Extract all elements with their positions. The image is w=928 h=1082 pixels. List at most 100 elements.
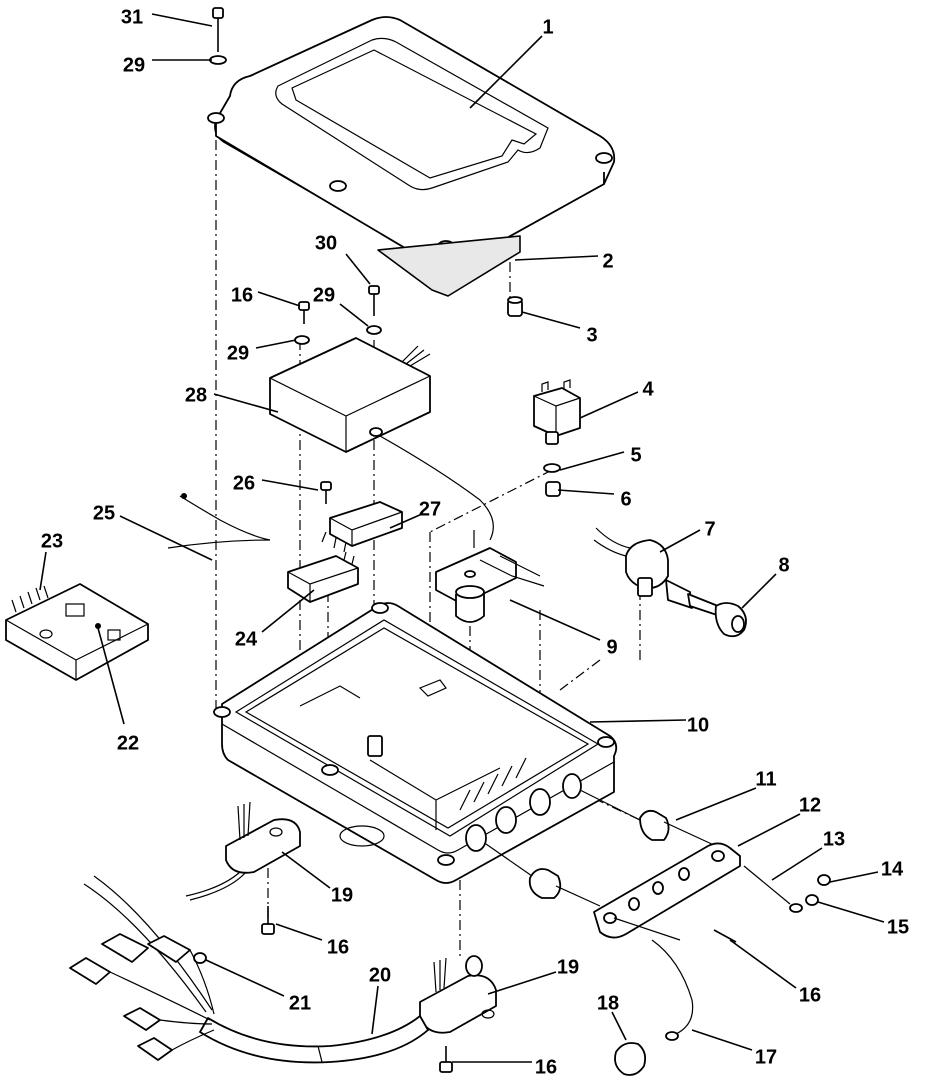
leader-line — [389, 513, 423, 529]
part-number-label: 13 — [823, 828, 845, 850]
callout-c12: 12 — [737, 794, 821, 847]
part-screw-16-right — [713, 929, 737, 943]
leader-line — [675, 787, 757, 821]
leader-line — [771, 847, 823, 881]
part-cover — [207, 16, 616, 297]
callout-c16c: 16 — [729, 939, 821, 1006]
leader-line — [487, 971, 557, 995]
callout-c5: 5 — [559, 444, 642, 471]
part-number-label: 11 — [755, 768, 776, 790]
part-number-label: 6 — [620, 488, 631, 510]
callout-c9: 9 — [509, 599, 618, 658]
leader-line — [817, 901, 885, 923]
part-number-label: 27 — [419, 498, 441, 520]
part-number-label: 17 — [755, 1046, 777, 1068]
callout-c23: 23 — [39, 530, 63, 591]
leader-line — [509, 599, 601, 641]
callout-c3: 3 — [521, 311, 598, 346]
part-board-23 — [5, 583, 149, 681]
part-wire-17 — [651, 939, 694, 1041]
leader-line — [151, 13, 213, 27]
leader-line — [261, 589, 315, 633]
part-switch-7 — [593, 527, 747, 638]
leader-line — [39, 551, 47, 591]
leader-line — [659, 529, 701, 553]
part-nut-14 — [805, 874, 831, 906]
callout-c24: 24 — [235, 589, 315, 650]
leader-line — [119, 515, 213, 561]
part-plate-12 — [593, 842, 741, 941]
part-regulator-27 — [320, 481, 403, 553]
part-number-label: 8 — [778, 554, 789, 576]
part-number-label: 3 — [586, 324, 597, 346]
callout-c16b: 16 — [275, 923, 349, 958]
callout-c29b: 29 — [227, 339, 297, 364]
screw-31 — [209, 7, 227, 65]
leader-line — [345, 253, 371, 285]
callout-c2: 2 — [514, 250, 614, 272]
callout-c18: 18 — [597, 992, 627, 1041]
part-number-label: 21 — [289, 992, 311, 1014]
callout-c31: 31 — [121, 6, 213, 28]
part-number-label: 15 — [887, 916, 909, 938]
part-number-label: 20 — [369, 964, 391, 986]
part-number-label: 22 — [117, 732, 139, 754]
callout-c7: 7 — [659, 518, 716, 553]
part-number-label: 14 — [881, 858, 904, 880]
callout-c14: 14 — [829, 858, 904, 883]
leader-line — [611, 1011, 627, 1041]
part-number-label: 18 — [597, 992, 619, 1014]
part-number-label: 5 — [630, 444, 641, 466]
callout-c16a: 16 — [231, 284, 301, 307]
part-number-label: 29 — [313, 284, 335, 306]
leader-line — [521, 311, 581, 329]
leader-line — [205, 959, 285, 997]
callout-c29c: 29 — [313, 284, 369, 327]
callout-c21: 21 — [205, 959, 311, 1014]
callout-c6: 6 — [557, 488, 632, 510]
callout-c30: 30 — [315, 232, 371, 285]
part-mount-9 — [435, 530, 545, 623]
part-harness-20 — [69, 875, 429, 1064]
part-number-label: 12 — [799, 794, 821, 816]
leader-line — [691, 1029, 753, 1051]
leader-line — [261, 479, 319, 491]
part-number-label: 16 — [327, 936, 349, 958]
leader-line — [514, 255, 599, 261]
leader-line — [557, 489, 615, 495]
callout-c29a: 29 — [123, 54, 212, 76]
leader-line — [579, 391, 639, 419]
part-number-label: 26 — [233, 472, 255, 494]
part-number-label: 9 — [606, 636, 617, 658]
leader-line — [741, 573, 777, 609]
part-number-label: 16 — [799, 984, 821, 1006]
callout-c4: 4 — [579, 378, 654, 419]
leader-line — [257, 291, 301, 307]
callout-c25: 25 — [93, 502, 213, 561]
leader-line — [737, 813, 801, 847]
callout-c26: 26 — [233, 472, 319, 494]
leader-line — [371, 985, 379, 1035]
part-terminal-19-right — [419, 955, 497, 1034]
callout-c13: 13 — [771, 828, 845, 881]
callout-c17: 17 — [691, 1029, 777, 1068]
callout-c11: 11 — [675, 768, 777, 821]
callout-c22: 22 — [97, 627, 139, 754]
callout-c28: 28 — [185, 384, 279, 413]
part-box-10 — [213, 602, 618, 884]
part-number-label: 28 — [185, 384, 207, 406]
leader-line — [829, 871, 879, 883]
leader-line — [559, 451, 625, 471]
part-number-label: 23 — [41, 530, 63, 552]
part-number-label: 16 — [535, 1056, 557, 1078]
callout-c15: 15 — [817, 901, 909, 938]
leader-line — [213, 393, 279, 413]
screw-30 — [294, 285, 382, 345]
part-grommet-3 — [507, 296, 523, 317]
part-wire-25 — [167, 493, 271, 549]
callout-c8: 8 — [741, 554, 790, 609]
callout-c27: 27 — [389, 498, 441, 529]
